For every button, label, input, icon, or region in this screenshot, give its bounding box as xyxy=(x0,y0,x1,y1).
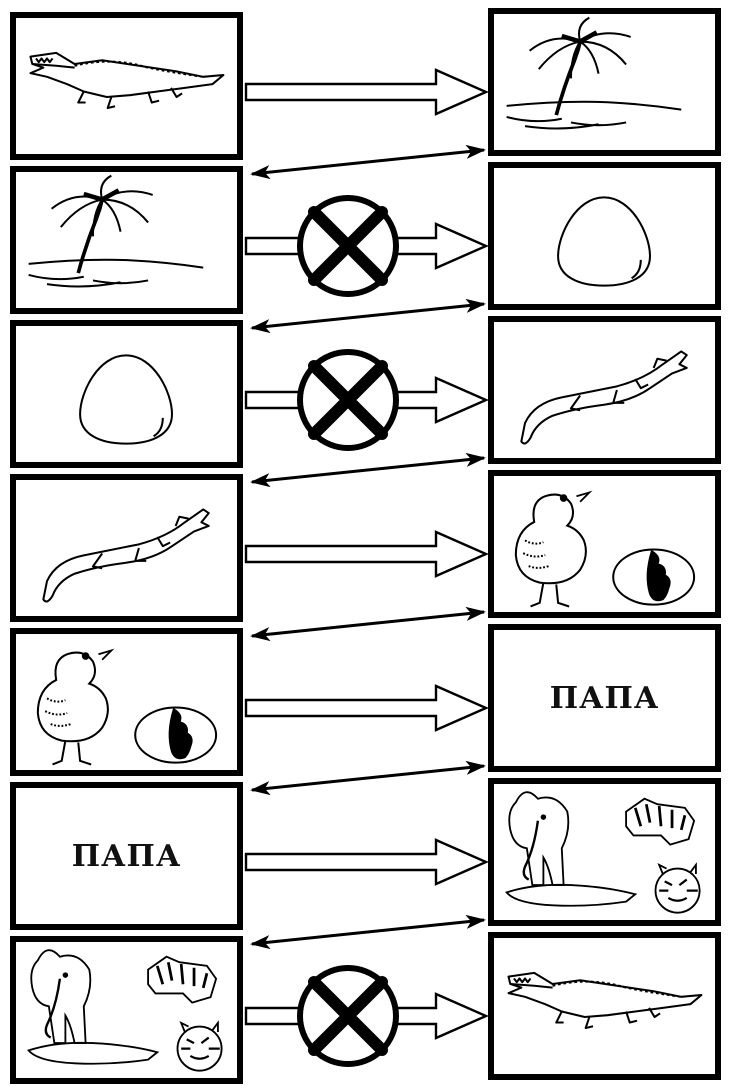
link-arrow xyxy=(246,840,486,884)
left-word-label: ПАПА xyxy=(16,788,237,924)
link-arrow xyxy=(246,532,486,576)
left-card-egg xyxy=(10,320,243,468)
right-card-crocodile xyxy=(488,932,721,1080)
blocked-icon xyxy=(300,198,396,294)
blocked-icon xyxy=(300,968,396,1064)
blocked-icon xyxy=(300,352,396,448)
left-card-small-crocodile xyxy=(10,474,243,622)
double-arrow xyxy=(252,612,484,636)
link-arrow xyxy=(246,686,486,730)
link-arrow xyxy=(246,994,486,1038)
left-card-palm xyxy=(10,166,243,314)
double-arrow xyxy=(252,458,484,482)
right-card-chick xyxy=(488,470,721,618)
right-card-word: ПАПА xyxy=(488,624,721,772)
right-card-palm xyxy=(488,8,721,156)
left-card-crocodile xyxy=(10,12,243,160)
right-card-egg xyxy=(488,162,721,310)
link-arrow xyxy=(246,224,486,268)
right-card-animals xyxy=(488,778,721,926)
double-arrow xyxy=(252,766,484,790)
link-arrow xyxy=(246,378,486,422)
double-arrow xyxy=(252,304,484,328)
right-card-small-crocodile xyxy=(488,316,721,464)
left-card-word: ПАПА xyxy=(10,782,243,930)
right-word-label: ПАПА xyxy=(494,630,715,766)
double-arrow xyxy=(252,920,484,944)
left-card-animals xyxy=(10,936,243,1084)
link-arrow xyxy=(246,70,486,114)
left-card-chick xyxy=(10,628,243,776)
double-arrow xyxy=(252,150,484,174)
